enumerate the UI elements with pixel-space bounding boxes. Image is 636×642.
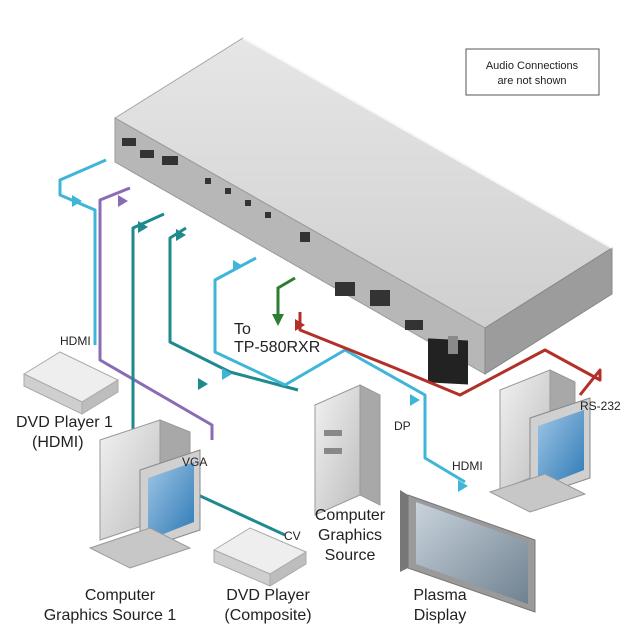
label-comp1-line1: Computer [85,587,156,604]
power-switch [448,336,458,354]
dvd-player-composite [212,527,308,587]
audio-note: Audio Connections are not shown [465,48,600,96]
label-comp1-line2: Graphics Source 1 [44,607,177,624]
dvd-player-1 [22,351,120,415]
audio-note-line1: Audio Connections [486,60,579,72]
hdmi-cable-dvd1 [58,158,107,345]
rs232-cable [298,312,602,397]
computer-graphics-source [314,384,381,516]
cable-arrows [72,195,468,492]
label-vga: VGA [182,455,207,469]
label-comp-src-line3: Source [325,547,376,564]
label-cv: CV [284,529,301,543]
rear-panel-ports [122,138,423,330]
label-plasma-line1: Plasma [413,587,466,604]
label-to: To [234,321,251,338]
hdmi-cable-plasma [213,256,466,484]
rs232-computer [488,369,591,513]
label-plasma-line2: Display [414,607,466,624]
switcher-unit [114,37,613,385]
audio-note-line2: are not shown [497,75,566,87]
dp-cable-comp-src [168,226,299,392]
label-dvd1-line2: (HDMI) [32,434,84,451]
tp-output-arrow [272,276,296,326]
plasma-display [400,490,536,613]
label-dvd1-line1: DVD Player 1 [16,414,113,431]
label-dvd-comp-line2: (Composite) [224,607,311,624]
computer-1 [88,419,201,569]
label-comp-src-line2: Graphics [318,527,382,544]
label-rs232: RS-232 [580,399,621,413]
label-dp: DP [394,419,411,433]
label-tp580rxr: TP-580RXR [234,339,320,356]
vga-cable-comp1 [98,186,214,440]
label-dvd-comp-line1: DVD Player [226,587,310,604]
label-comp-src-line1: Computer [315,507,386,524]
cv-cable-dvd-comp [131,212,286,537]
label-hdmi-top: HDMI [60,334,91,348]
label-hdmi-plasma: HDMI [452,459,483,473]
